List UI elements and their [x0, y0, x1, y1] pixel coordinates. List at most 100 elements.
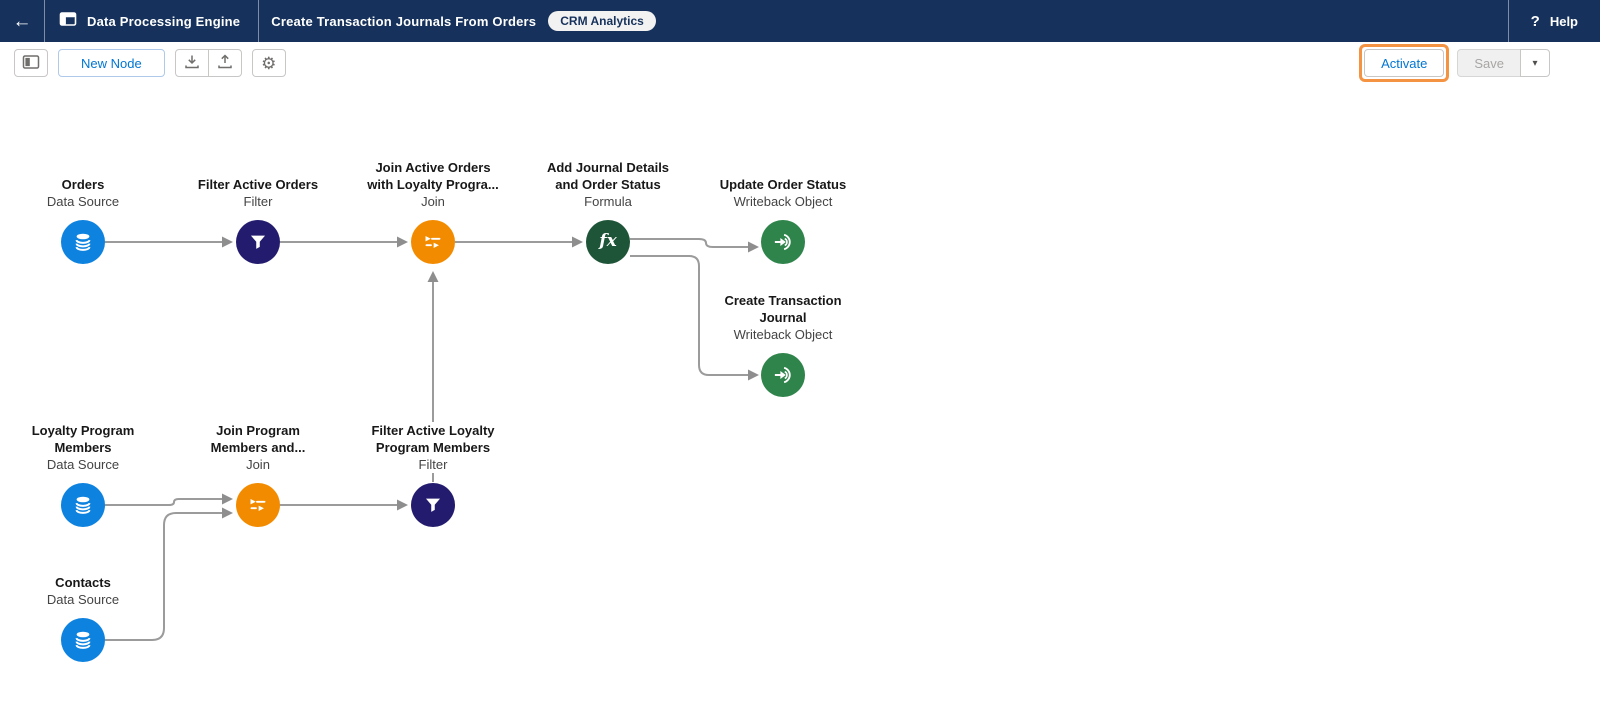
arrowhead-icon: [222, 507, 233, 519]
download-icon: [183, 53, 201, 74]
node-create-transaction-journal[interactable]: [761, 353, 805, 397]
global-header: ← Data Processing Engine Create Transact…: [0, 0, 1600, 42]
database-icon: [72, 231, 94, 253]
activate-button[interactable]: Activate: [1364, 49, 1445, 77]
node-subtitle: Join: [421, 194, 445, 209]
node-title: Add Journal Details: [546, 160, 670, 175]
help-button[interactable]: ? Help: [1509, 0, 1600, 42]
upload-button[interactable]: [207, 49, 242, 77]
edge-add-journal-details-to-update-order-status: [630, 238, 748, 248]
node-subtitle: Data Source: [46, 457, 120, 472]
header-divider: [258, 0, 260, 42]
back-arrow-icon: ←: [12, 10, 32, 32]
node-join-active-orders-label: Join Active Orders with Loyalty Progra...…: [363, 159, 503, 210]
node-title: and Order Status: [555, 177, 661, 192]
writeback-icon: [772, 231, 794, 253]
save-menu-button[interactable]: ▾: [1520, 49, 1550, 77]
writeback-icon: [772, 364, 794, 386]
node-subtitle: Data Source: [46, 194, 120, 209]
node-orders[interactable]: [61, 220, 105, 264]
node-add-journal-details[interactable]: fx: [586, 220, 630, 264]
node-subtitle: Writeback Object: [733, 194, 833, 209]
header-divider: [44, 0, 45, 42]
edge-contacts-to-join-program-members: [105, 512, 222, 641]
canvas-toolbar: New Node ⚙ Activate: [0, 42, 1600, 84]
arrowhead-icon: [222, 493, 233, 505]
node-title: Join Active Orders: [375, 160, 491, 175]
new-node-button[interactable]: New Node: [58, 49, 165, 77]
node-subtitle: Formula: [584, 194, 632, 209]
arrowhead-icon: [748, 369, 759, 381]
arrowhead-icon: [572, 236, 583, 248]
app-layout-icon: [59, 10, 77, 33]
gear-icon: ⚙: [261, 53, 277, 73]
node-title: Update Order Status: [719, 177, 847, 192]
node-subtitle: Filter: [243, 194, 273, 209]
question-mark-icon: ?: [1530, 12, 1540, 30]
node-loyalty-program-members[interactable]: [61, 483, 105, 527]
node-join-program-members[interactable]: [236, 483, 280, 527]
help-label: Help: [1549, 13, 1578, 29]
node-title: Loyalty Program: [31, 423, 135, 438]
database-icon: [72, 629, 94, 651]
arrowhead-icon: [748, 241, 759, 253]
app-name: Data Processing Engine: [87, 13, 241, 29]
save-button[interactable]: Save: [1457, 49, 1521, 77]
back-button[interactable]: ←: [0, 0, 44, 42]
crm-analytics-badge: CRM Analytics: [548, 11, 656, 31]
edge-layer: [105, 236, 759, 641]
edge-loyalty-program-members-to-join-program-members: [105, 498, 222, 506]
node-title: Members: [54, 440, 112, 455]
node-join-active-orders[interactable]: [411, 220, 455, 264]
funnel-icon: [247, 231, 269, 253]
download-button[interactable]: [174, 49, 209, 77]
page-title: Create Transaction Journals From Orders: [271, 13, 537, 29]
activate-highlight-annotation: Activate: [1359, 44, 1450, 82]
arrowhead-icon: [222, 236, 233, 248]
node-update-order-status[interactable]: [761, 220, 805, 264]
node-subtitle: Join: [246, 457, 270, 472]
node-filter-active-orders[interactable]: [236, 220, 280, 264]
node-title: Journal: [759, 310, 807, 325]
node-subtitle: Data Source: [46, 592, 120, 607]
arrowhead-icon: [397, 236, 408, 248]
node-title: Filter Active Orders: [197, 177, 319, 192]
node-contacts[interactable]: [61, 618, 105, 662]
node-filter-active-loyalty[interactable]: [411, 483, 455, 527]
header-divider: [1507, 0, 1509, 42]
funnel-icon: [422, 494, 444, 516]
chevron-down-icon: ▾: [1532, 57, 1538, 69]
node-title: Orders: [61, 177, 105, 192]
node-title: Program Members: [375, 440, 491, 455]
database-icon: [72, 494, 94, 516]
arrowhead-icon: [397, 499, 408, 511]
node-title: Members and...: [210, 440, 306, 455]
upload-icon: [216, 53, 234, 74]
node-subtitle: Filter: [418, 457, 448, 472]
node-title: with Loyalty Progra...: [367, 177, 499, 192]
toggle-panel-button[interactable]: [14, 49, 48, 77]
node-title: Filter Active Loyalty: [371, 423, 495, 438]
node-title: Create Transaction: [724, 293, 842, 308]
arrowhead-icon: [427, 271, 439, 282]
panel-toggle-icon: [22, 53, 40, 74]
edge-add-journal-details-to-create-transaction-journal: [630, 255, 748, 376]
node-subtitle: Writeback Object: [733, 327, 833, 342]
settings-button[interactable]: ⚙: [251, 49, 286, 77]
node-title: Join Program: [216, 423, 300, 438]
merge-icon: [422, 231, 444, 253]
formula-icon: fx: [599, 230, 617, 251]
merge-icon: [247, 494, 269, 516]
app-home[interactable]: Data Processing Engine: [45, 0, 258, 42]
